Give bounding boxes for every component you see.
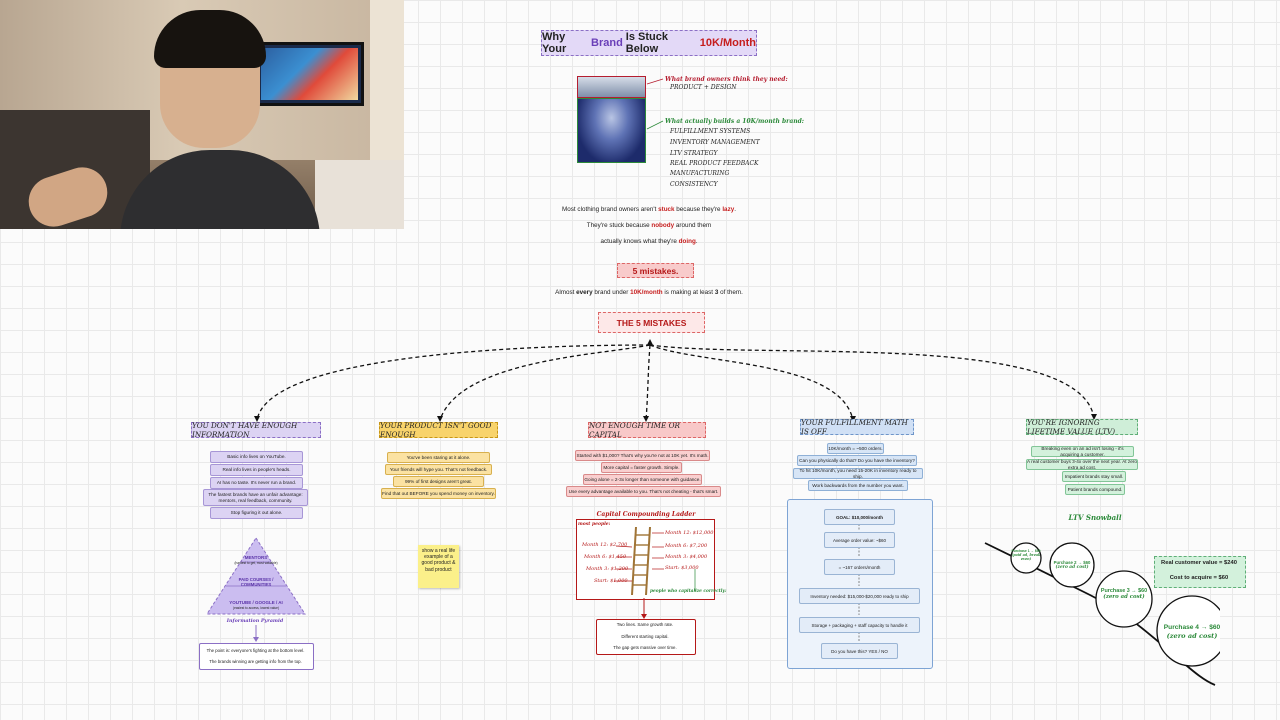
intro-line-4: Almost every brand under 10K/month is ma… — [555, 289, 743, 296]
info-chip: AI has no taste. It's never run a brand. — [210, 477, 303, 489]
iceberg-bottom-item: LTV STRATEGY — [670, 150, 718, 157]
capital-chip: Started with $1,000? That's why you're n… — [575, 450, 710, 461]
ladder-right-value: Month 12: $12,000 — [665, 530, 714, 536]
capital-chip: Going alone = 2-3x longer than someone w… — [583, 474, 702, 485]
ladder-left-value: Start: $1,000 — [594, 578, 628, 584]
ladder-left-value: Month 3: $1,200 — [586, 566, 629, 572]
flow-step: Storage + packaging + staff capacity to … — [799, 617, 920, 633]
pyramid-arrow — [253, 625, 259, 642]
ladder-right-value: Month 6: $7,200 — [665, 543, 708, 549]
product-chip: Your friends will hype you. That's not f… — [385, 464, 492, 475]
pyramid-caption: Information Pyramid — [226, 618, 284, 624]
iceberg-bottom-image — [577, 98, 646, 163]
fulfillment-chip: Can you physically do that? Do you have … — [797, 455, 917, 466]
flow-step: Inventory needed: $15,000-$20,000 ready … — [799, 588, 920, 604]
info-point-1: The point is: everyone's fighting at the… — [206, 648, 305, 653]
sticky-note: show a real life example of a good produ… — [418, 545, 459, 588]
ladder-right-value: Start: $3,000 — [665, 565, 699, 571]
pyramid-top-label: MENTORS — [244, 555, 268, 560]
iceberg-bottom-heading: What actually builds a 10K/month brand: — [665, 118, 805, 125]
ladder-right-value: Month 3: $4,000 — [665, 554, 708, 560]
snowball-label: Purchase 1 → $60(paid ad, break even) — [1011, 549, 1041, 561]
info-chip: Real info lives in people's heads. — [210, 464, 303, 476]
pyramid-bottom-label: YOUTUBE / GOOGLE / AI — [229, 600, 283, 605]
column-label-information: YOU DON'T HAVE ENOUGH INFORMATION — [191, 421, 321, 439]
pyramid-bottom-sub: (easiest to access, lowest value) — [233, 606, 279, 610]
fulfillment-flow-arrows — [858, 524, 860, 642]
fulfillment-chip: Work backwards from the number you want. — [808, 480, 908, 491]
pyramid-top-sub: (hardest to get, most valuable) — [234, 561, 278, 565]
ltv-chip: Impatient brands stay small. — [1062, 471, 1126, 482]
fulfillment-flow-frame — [787, 499, 933, 669]
iceberg-bottom-item: CONSISTENCY — [670, 181, 718, 188]
iceberg-top-item: PRODUCT + DESIGN — [670, 84, 737, 91]
flow-step: = ~167 orders/month — [824, 559, 895, 575]
product-chip: 99% of first designs aren't great. — [393, 476, 484, 487]
capital-chip: Use every advantage available to you. Th… — [566, 486, 721, 497]
capital-summary-2: Different starting capital. — [621, 634, 669, 639]
column-label-fulfillment: YOUR FULFILLMENT MATH IS OFF — [800, 418, 914, 436]
intro-line-3: actually knows what they're doing. — [600, 238, 698, 245]
ltv-snowball-slope — [984, 542, 1220, 686]
capital-chip: More capital = faster growth. Simple. — [601, 462, 682, 473]
iceberg-connectors — [646, 78, 664, 130]
capital-summary-3: The gap gets massive over time. — [613, 645, 677, 650]
ltv-chip: Breaking even on an ad isn't losing - it… — [1031, 446, 1134, 457]
bed — [315, 160, 404, 229]
ltv-value-2: Cost to acquire = $60 — [1169, 575, 1229, 581]
iceberg-bottom-item: REAL PRODUCT FEEDBACK — [670, 160, 759, 167]
info-point-2: The brands winning are getting info from… — [209, 659, 302, 664]
intro-line-2: They're stuck because nobody around them — [586, 222, 712, 229]
flow-step: Average order value: ~$60 — [824, 532, 895, 548]
ltv-value-1: Real customer value = $240 — [1161, 560, 1237, 566]
pyramid-mid-label: PAID COURSES / COMMUNITIES — [238, 577, 274, 587]
ladder-arrow — [641, 598, 647, 619]
fulfillment-chip: 10K/month = ~500 orders. — [827, 443, 884, 454]
info-point-box — [199, 643, 314, 670]
tv — [255, 42, 364, 106]
product-chip: You've been staring at it alone. — [387, 452, 490, 463]
iceberg-bottom-item: INVENTORY MANAGEMENT — [670, 139, 760, 146]
iceberg-top-image — [577, 76, 646, 98]
door — [370, 0, 404, 160]
info-chip: Stop figuring it out alone. — [210, 507, 303, 519]
ltv-value-box — [1154, 556, 1246, 588]
ladder-left-label: most people: — [578, 522, 611, 527]
column-label-ltv: YOU'RE IGNORING LIFETIME VALUE (LTV) — [1026, 418, 1138, 436]
column-label-capital: NOT ENOUGH TIME OR CAPITAL — [588, 421, 706, 439]
intro-line-1: Most clothing brand owners aren't stuck … — [562, 206, 736, 213]
fulfillment-chip: To hit 10K/month, you need 15-20K in inv… — [793, 468, 923, 479]
snowball-label: Purchase 2 → $60(zero ad cost) — [1053, 560, 1091, 570]
information-pyramid — [206, 537, 306, 615]
ladder-left-value: Month 12: $2,700 — [582, 542, 628, 548]
flow-step: Do you have this? YES / NO — [821, 643, 898, 659]
info-chip: Basic info lives on YouTube. — [210, 451, 303, 463]
snowball-label: Purchase 4 → $60(zero ad cost) — [1163, 624, 1221, 640]
ltv-chip: A real customer buys 3-4x over the next … — [1026, 458, 1138, 470]
snowball-title: LTV Snowball — [1068, 513, 1122, 522]
person-hair — [154, 10, 266, 68]
product-chip: Find that out BEFORE you spend money on … — [381, 488, 496, 499]
webcam-video — [0, 0, 404, 229]
capital-summary-box — [596, 619, 696, 655]
flow-step: GOAL: $10,000/month — [824, 509, 895, 525]
info-chip: The fastest brands have an unfair advant… — [203, 489, 308, 506]
iceberg-top-heading: What brand owners think they need: — [665, 76, 788, 83]
ladder-title: Capital Compounding Ladder — [596, 511, 696, 518]
ladder-right-label: people who capitalize correctly: — [650, 589, 727, 594]
hub-five-mistakes: THE 5 MISTAKES — [598, 312, 705, 333]
ltv-chip: Patient brands compound. — [1065, 484, 1125, 495]
ladder-illustration — [614, 526, 696, 596]
snowball-label: Purchase 3 → $60(zero ad cost) — [1100, 588, 1148, 601]
column-label-product: YOUR PRODUCT ISN'T GOOD ENOUGH — [379, 421, 498, 439]
mistakes-tag: 5 mistakes. — [617, 263, 694, 278]
iceberg-bottom-item: MANUFACTURING — [670, 170, 730, 177]
iceberg-bottom-item: FULFILLMENT SYSTEMS — [670, 128, 751, 135]
ladder-left-value: Month 6: $1,450 — [584, 554, 627, 560]
capital-summary-1: Two lines. Same growth rate. — [616, 622, 674, 627]
